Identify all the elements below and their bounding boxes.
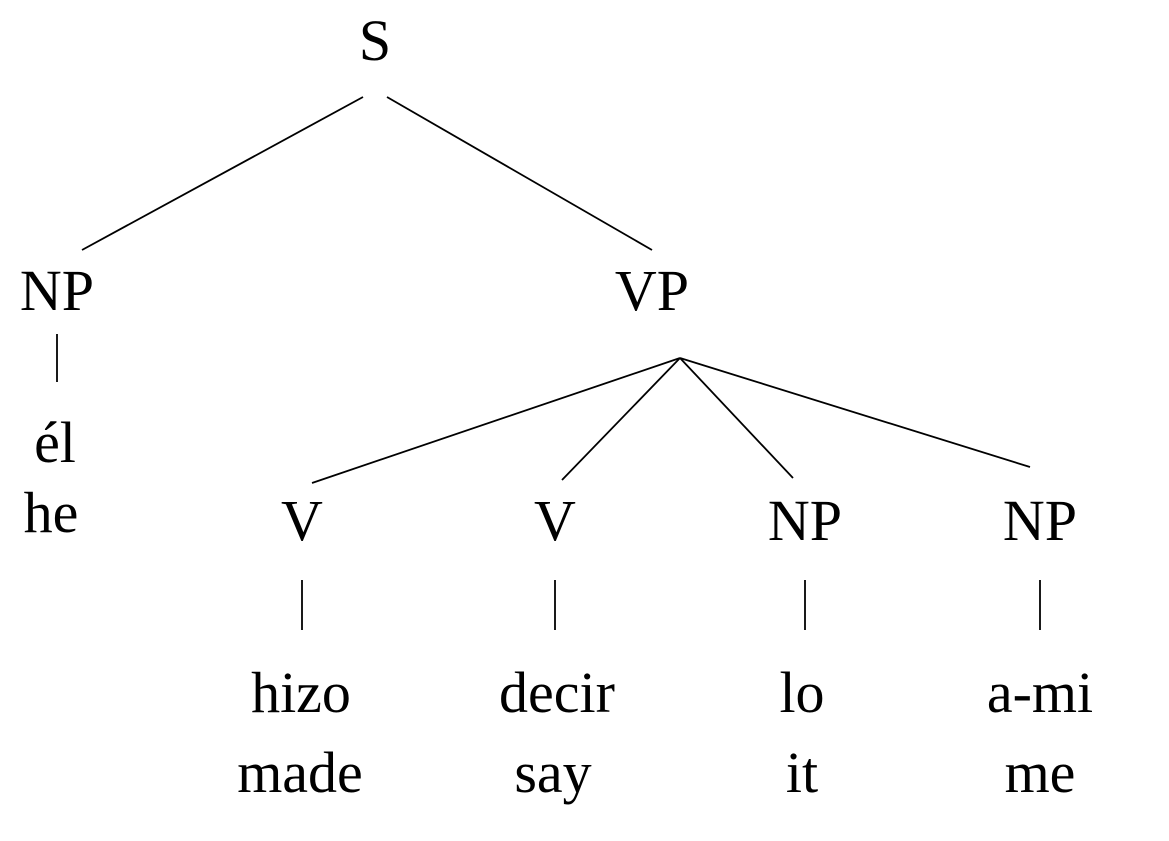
node-s: S	[359, 8, 391, 73]
edge-s-np	[81, 96, 364, 251]
terminal-el: él	[34, 410, 76, 475]
gloss-say: say	[514, 740, 591, 805]
gloss-it: it	[786, 740, 818, 805]
edge-vp-np3	[679, 357, 794, 479]
node-np4: NP	[1003, 488, 1077, 553]
node-v2: V	[534, 488, 576, 553]
terminal-ami: a-mi	[987, 660, 1093, 725]
gloss-me: me	[1005, 740, 1076, 805]
node-vp: VP	[615, 258, 689, 323]
node-np3: NP	[768, 488, 842, 553]
tree-labels: S NP VP él he V V NP NP hizo decir lo a-…	[20, 8, 1093, 805]
gloss-made: made	[237, 740, 363, 805]
edge-vp-v2	[561, 357, 681, 481]
edge-vp-np4	[679, 357, 1031, 468]
edge-s-vp	[386, 96, 653, 251]
node-v1: V	[281, 488, 323, 553]
tree-edges	[56, 96, 1041, 630]
node-np-subject: NP	[20, 258, 94, 323]
terminal-hizo: hizo	[251, 660, 351, 725]
edge-vp-v1	[311, 357, 681, 484]
terminal-lo: lo	[779, 660, 824, 725]
gloss-he: he	[24, 480, 79, 545]
terminal-decir: decir	[499, 660, 615, 725]
